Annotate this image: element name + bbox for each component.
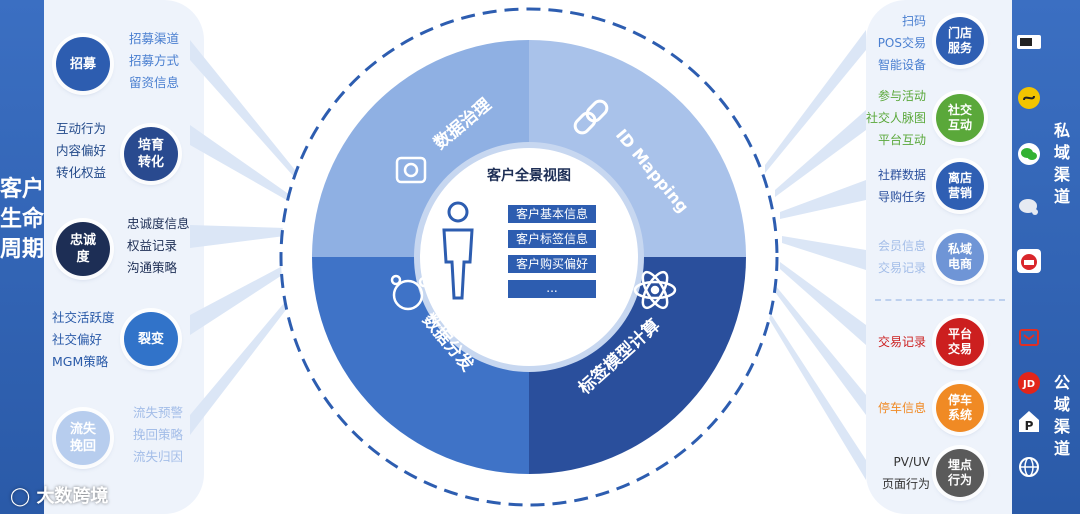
svg-text:JD: JD (1022, 379, 1035, 390)
stage-loyalty: 忠诚 度 (56, 222, 110, 276)
distribution-icon (390, 274, 430, 311)
stage-fission: 裂变 (124, 312, 178, 366)
stage-recruit: 招募 (56, 37, 110, 91)
shop-icon (1015, 247, 1043, 275)
stage-loyalty-tags: 忠诚度信息权益记录沟通策略 (127, 216, 190, 275)
stage-nurture-tags: 互动行为内容偏好转化权益 (56, 121, 107, 180)
view-item-more: ... (546, 281, 557, 295)
view-item-basic: 客户基本信息 (516, 206, 588, 221)
data-governance-icon (395, 156, 427, 184)
watermark: ◯ 大数跨境 (10, 486, 109, 507)
private-channel-title: 私域渠道 (1053, 121, 1070, 206)
svg-text:P: P (1025, 419, 1034, 433)
view-items: 客户基本信息 客户标签信息 客户购买偏好 ... (508, 205, 596, 298)
atom-icon (633, 270, 677, 310)
channel-store-service: 门店 服务 (936, 17, 984, 65)
stage-recruit-tags: 招募渠道招募方式留资信息 (129, 31, 180, 90)
jd-icon: JD (1015, 369, 1043, 397)
chat-icon (1015, 193, 1043, 221)
stage-nurture: 培育 转化 (124, 127, 178, 181)
public-channel-title: 公域渠道 (1053, 373, 1070, 458)
left-band (0, 0, 44, 514)
channel-parking-tags: 停车信息 (877, 401, 926, 415)
center-title: 客户全景视图 (486, 167, 571, 184)
stage-churn: 流失 挽回 (56, 411, 110, 465)
right-rays (765, 30, 866, 480)
view-item-preference: 客户购买偏好 (516, 256, 588, 271)
wechat-icon (1015, 140, 1043, 168)
channel-tracking: 埋点 行为 (936, 449, 984, 497)
pos-terminal-icon (1015, 28, 1043, 56)
stage-churn-tags: 流失预警挽回策略流失归因 (133, 405, 184, 464)
left-rays (190, 40, 295, 435)
link-icon (573, 99, 609, 135)
mini-program-icon (1015, 84, 1043, 112)
parking-icon: P (1015, 407, 1043, 435)
globe-icon (1015, 453, 1043, 481)
view-item-tags: 客户标签信息 (516, 231, 588, 246)
person-icon (442, 201, 474, 300)
channel-ecommerce-tags: 会员信息交易记录 (877, 239, 926, 275)
watermark-logo-icon: ◯ (10, 486, 31, 507)
channel-platform-trade: 平台 交易 (936, 318, 984, 366)
channel-platform-tags: 交易记录 (877, 335, 926, 349)
channel-private-ecommerce: 私域 电商 (936, 233, 984, 281)
channel-parking: 停车 系统 (936, 384, 984, 432)
tmall-icon (1015, 323, 1043, 351)
channel-social-tags: 参与活动社交人脉图平台互动 (865, 89, 926, 147)
channel-offline-marketing: 离店 营销 (936, 162, 984, 210)
center-diagram: 数据治理 ID Mapping 标签模型计算 数据分发 客户全景视图 客户基本信… (190, 7, 866, 507)
channel-offline-tags: 社群数据导购任务 (877, 168, 926, 204)
channel-divider (875, 299, 1005, 301)
channel-social: 社交 互动 (936, 94, 984, 142)
lifecycle-title: 客户生命周期 (0, 177, 45, 262)
